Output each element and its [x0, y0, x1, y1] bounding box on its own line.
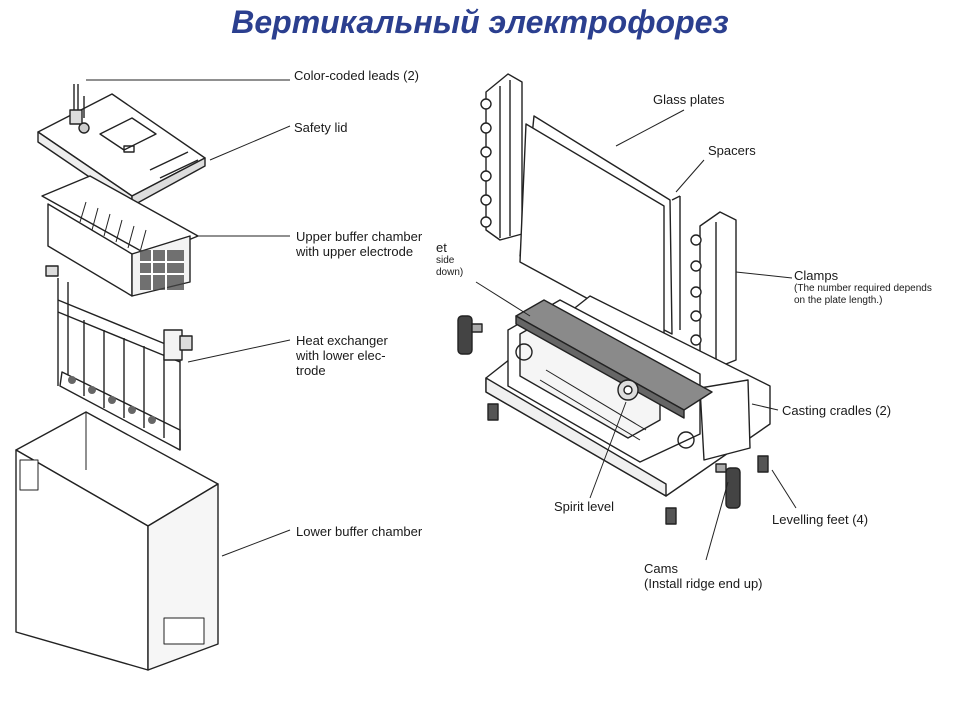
label-upper-buffer-chamber-line1: Upper buffer chamber [296, 229, 423, 244]
heat-exchanger-drawing [45, 265, 193, 451]
clamp-right-drawing [690, 211, 737, 369]
label-clamps-title: Clamps [794, 268, 839, 283]
label-casting-cradles: Casting cradles (2) [782, 403, 892, 418]
lower-buffer-chamber-drawing [15, 411, 219, 671]
label-cams-line2: (Install ridge end up) [644, 576, 763, 591]
upper-buffer-chamber-drawing [41, 175, 199, 297]
clamp-left-drawing [480, 73, 523, 241]
label-spirit-level: Spirit level [554, 499, 614, 514]
label-cams: Cams (Install ridge end up) [644, 561, 763, 591]
label-safety-lid: Safety lid [294, 120, 348, 135]
glass-plates-drawing [519, 115, 681, 341]
label-cams-line1: Cams [644, 561, 678, 576]
color-coded-leads-drawing [69, 84, 90, 134]
label-spacers: Spacers [708, 143, 756, 158]
label-heat-exchanger: Heat exchanger with lower elec- trode [296, 333, 388, 378]
label-heat-exchanger-line1: Heat exchanger [296, 333, 388, 348]
gasket-drawing [515, 299, 713, 419]
label-heat-exchanger-line2: with lower elec- [296, 348, 386, 363]
cams-drawing [457, 315, 741, 509]
label-color-coded-leads: Color-coded leads (2) [294, 68, 420, 83]
label-gasket-line1: et [436, 240, 447, 255]
label-upper-buffer-chamber-line2: with upper electrode [296, 244, 414, 259]
label-upper-buffer-chamber: Upper buffer chamber with upper electrod… [296, 229, 422, 259]
label-clamps: Clamps (The number required depends on t… [794, 268, 932, 307]
label-clamps-note-2: on the plate length.) [794, 295, 883, 306]
label-lower-buffer-chamber: Lower buffer chamber [296, 524, 423, 539]
page-title: Вертикальный электрофорез [231, 4, 729, 40]
label-glass-plates: Glass plates [653, 92, 725, 107]
label-gasket-line2: side [436, 255, 455, 266]
levelling-feet-drawing [487, 403, 769, 525]
label-clamps-note-1: (The number required depends [794, 283, 932, 294]
label-gasket-line3: down) [436, 267, 464, 278]
label-heat-exchanger-line3: trode [296, 363, 326, 378]
label-levelling-feet: Levelling feet (4) [772, 512, 869, 527]
label-gasket-partial: et side down) [436, 240, 463, 279]
